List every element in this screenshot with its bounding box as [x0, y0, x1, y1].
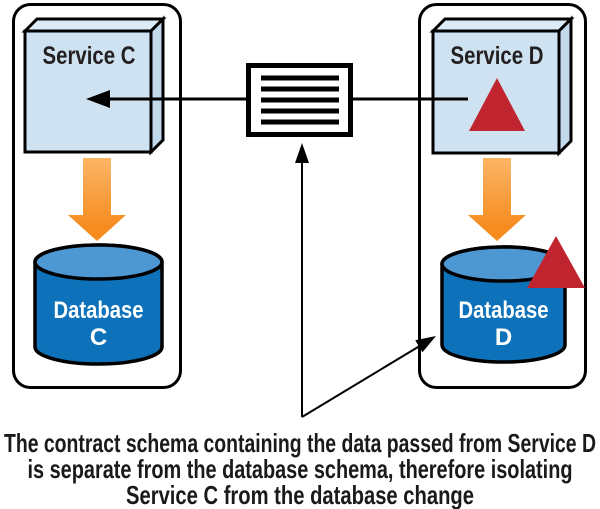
caption: The contract schema containing the data … [4, 428, 596, 509]
caption-line-2: is separate from the database schema, th… [28, 454, 573, 484]
service-c-box: Service C [21, 15, 167, 156]
database-c-cylinder: Database C [33, 243, 164, 366]
database-d-label-line1: Database [459, 297, 549, 324]
service-d-box: Service D [429, 15, 575, 157]
data-flow-arrowhead-icon [86, 90, 110, 108]
caption-arrow-to-contract [295, 143, 309, 417]
service-c-label: Service C [43, 42, 136, 70]
service-d-box-side-face [557, 15, 573, 157]
caption-arrow-to-contract-head-icon [295, 143, 309, 163]
service-c-box-top-face [21, 17, 167, 33]
service-c-box-side-face [149, 15, 165, 156]
database-c-top [33, 243, 164, 281]
caption-arrow-to-database-line [301, 340, 429, 418]
service-d-box-top-face [429, 17, 575, 33]
database-d-label-line2: D [495, 324, 512, 351]
caption-line-3: Service C from the database change [126, 480, 474, 509]
database-c-label-line2: C [90, 324, 107, 351]
database-d-cylinder: Database D [440, 236, 585, 364]
service-c-to-database-arrow [68, 158, 126, 241]
database-d-change-triangle-icon [527, 236, 585, 288]
database-c-label-line1: Database [54, 297, 144, 324]
caption-arrow-to-database-head-icon [415, 336, 436, 353]
caption-line-1: The contract schema containing the data … [4, 428, 596, 458]
service-d-change-triangle-icon [469, 78, 525, 131]
service-d-to-database-arrow [468, 158, 526, 241]
caption-arrow-to-database [301, 336, 436, 418]
service-d-label: Service D [451, 42, 544, 70]
contract-message-icon [246, 63, 353, 137]
service-c-box-front-face [23, 29, 153, 154]
